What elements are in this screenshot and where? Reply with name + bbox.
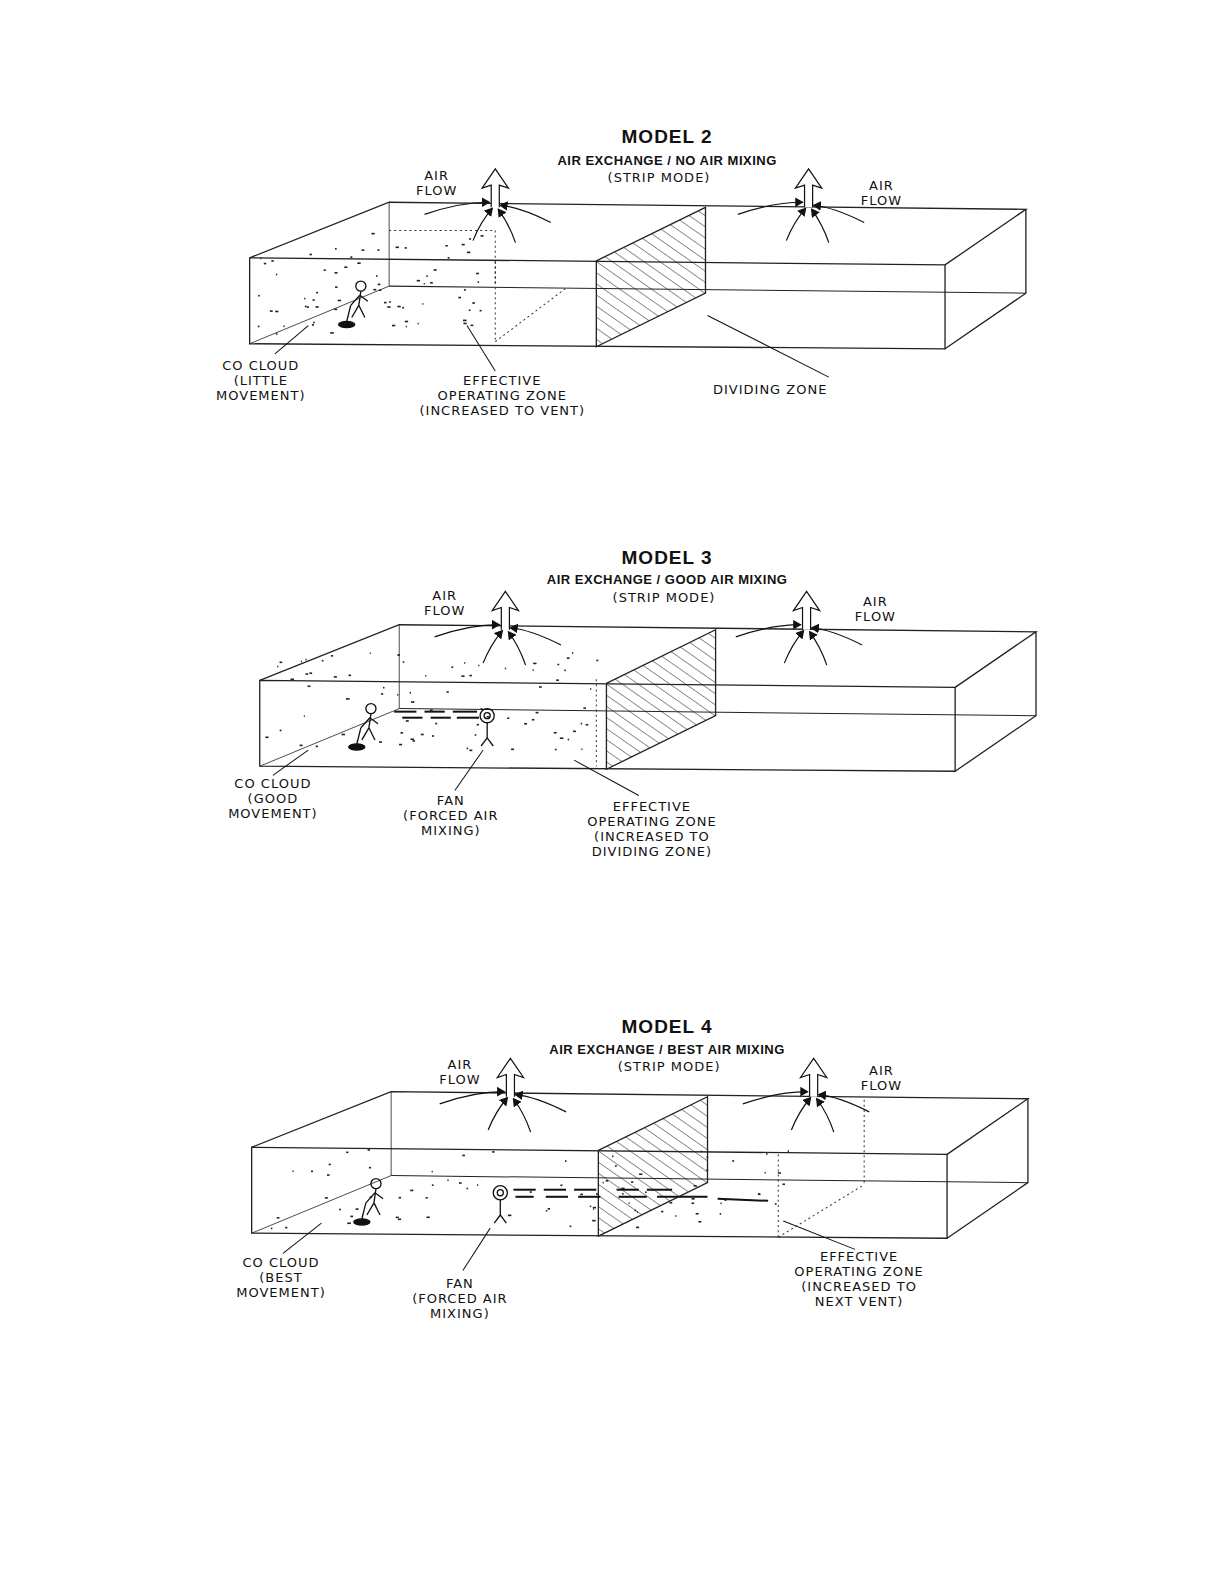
mode-label: (STRIP MODE) <box>613 590 716 605</box>
label-line: CO CLOUD <box>216 358 306 373</box>
label-line: (BEST <box>236 1270 326 1285</box>
label-line: MIXING) <box>403 823 498 838</box>
label-line: AIR <box>861 178 902 193</box>
label-line: OPERATING ZONE <box>794 1264 923 1279</box>
mode-label: (STRIP MODE) <box>618 1059 721 1074</box>
label-line: OPERATING ZONE <box>587 814 716 829</box>
air-flow-label: AIR FLOW <box>855 594 896 624</box>
label-line: (INCREASED TO <box>587 829 716 844</box>
label-line: FLOW <box>861 1078 902 1093</box>
zone-label: EFFECTIVE OPERATING ZONE (INCREASED TO N… <box>794 1249 923 1309</box>
label-line: CO CLOUD <box>236 1255 326 1270</box>
label-line: FLOW <box>424 603 465 618</box>
label-line: FAN <box>412 1276 507 1291</box>
label-line: FLOW <box>855 609 896 624</box>
label-line: EFFECTIVE <box>587 799 716 814</box>
label-line: FLOW <box>439 1072 480 1087</box>
label-line: (FORCED AIR <box>412 1291 507 1306</box>
air-flow-label: AIR FLOW <box>424 588 465 618</box>
label-line: MOVEMENT) <box>216 388 306 403</box>
label-line: (FORCED AIR <box>403 808 498 823</box>
model-subtitle: AIR EXCHANGE / GOOD AIR MIXING <box>547 572 788 587</box>
label-line: FLOW <box>416 183 457 198</box>
zone-label: EFFECTIVE OPERATING ZONE (INCREASED TO V… <box>419 373 585 418</box>
mode-label: (STRIP MODE) <box>608 170 711 185</box>
label-line: (LITTLE <box>216 373 306 388</box>
label-line: MIXING) <box>412 1306 507 1321</box>
label-line: EFFECTIVE <box>794 1249 923 1264</box>
model-subtitle: AIR EXCHANGE / NO AIR MIXING <box>557 153 776 168</box>
model-title: MODEL 4 <box>622 1019 713 1034</box>
label-line: (INCREASED TO VENT) <box>419 403 585 418</box>
zone-label: EFFECTIVE OPERATING ZONE (INCREASED TO D… <box>587 799 716 859</box>
label-line: CO CLOUD <box>228 776 318 791</box>
label-line: MOVEMENT) <box>236 1285 326 1300</box>
co-cloud-label: CO CLOUD (BEST MOVEMENT) <box>236 1255 326 1300</box>
dividing-zone-label: DIVIDING ZONE <box>713 382 827 397</box>
label-line: AIR <box>416 168 457 183</box>
label-line: DIVIDING ZONE) <box>587 844 716 859</box>
model-subtitle: AIR EXCHANGE / BEST AIR MIXING <box>549 1042 785 1057</box>
label-line: NEXT VENT) <box>794 1294 923 1309</box>
label-line: AIR <box>861 1063 902 1078</box>
fan-label: FAN (FORCED AIR MIXING) <box>403 793 498 838</box>
air-flow-label: AIR FLOW <box>416 168 457 198</box>
label-line: AIR <box>424 588 465 603</box>
co-cloud-label: CO CLOUD (GOOD MOVEMENT) <box>228 776 318 821</box>
label-line: AIR <box>439 1057 480 1072</box>
air-flow-label: AIR FLOW <box>861 178 902 208</box>
co-cloud-label: CO CLOUD (LITTLE MOVEMENT) <box>216 358 306 403</box>
label-line: FAN <box>403 793 498 808</box>
fan-label: FAN (FORCED AIR MIXING) <box>412 1276 507 1321</box>
label-line: EFFECTIVE <box>419 373 585 388</box>
label-line: (GOOD <box>228 791 318 806</box>
label-line: OPERATING ZONE <box>419 388 585 403</box>
model-title: MODEL 3 <box>622 550 713 565</box>
label-line: (INCREASED TO <box>794 1279 923 1294</box>
label-line: AIR <box>855 594 896 609</box>
air-flow-label: AIR FLOW <box>439 1057 480 1087</box>
label-line: FLOW <box>861 193 902 208</box>
air-flow-label: AIR FLOW <box>861 1063 902 1093</box>
model-title: MODEL 2 <box>622 129 713 144</box>
label-line: MOVEMENT) <box>228 806 318 821</box>
